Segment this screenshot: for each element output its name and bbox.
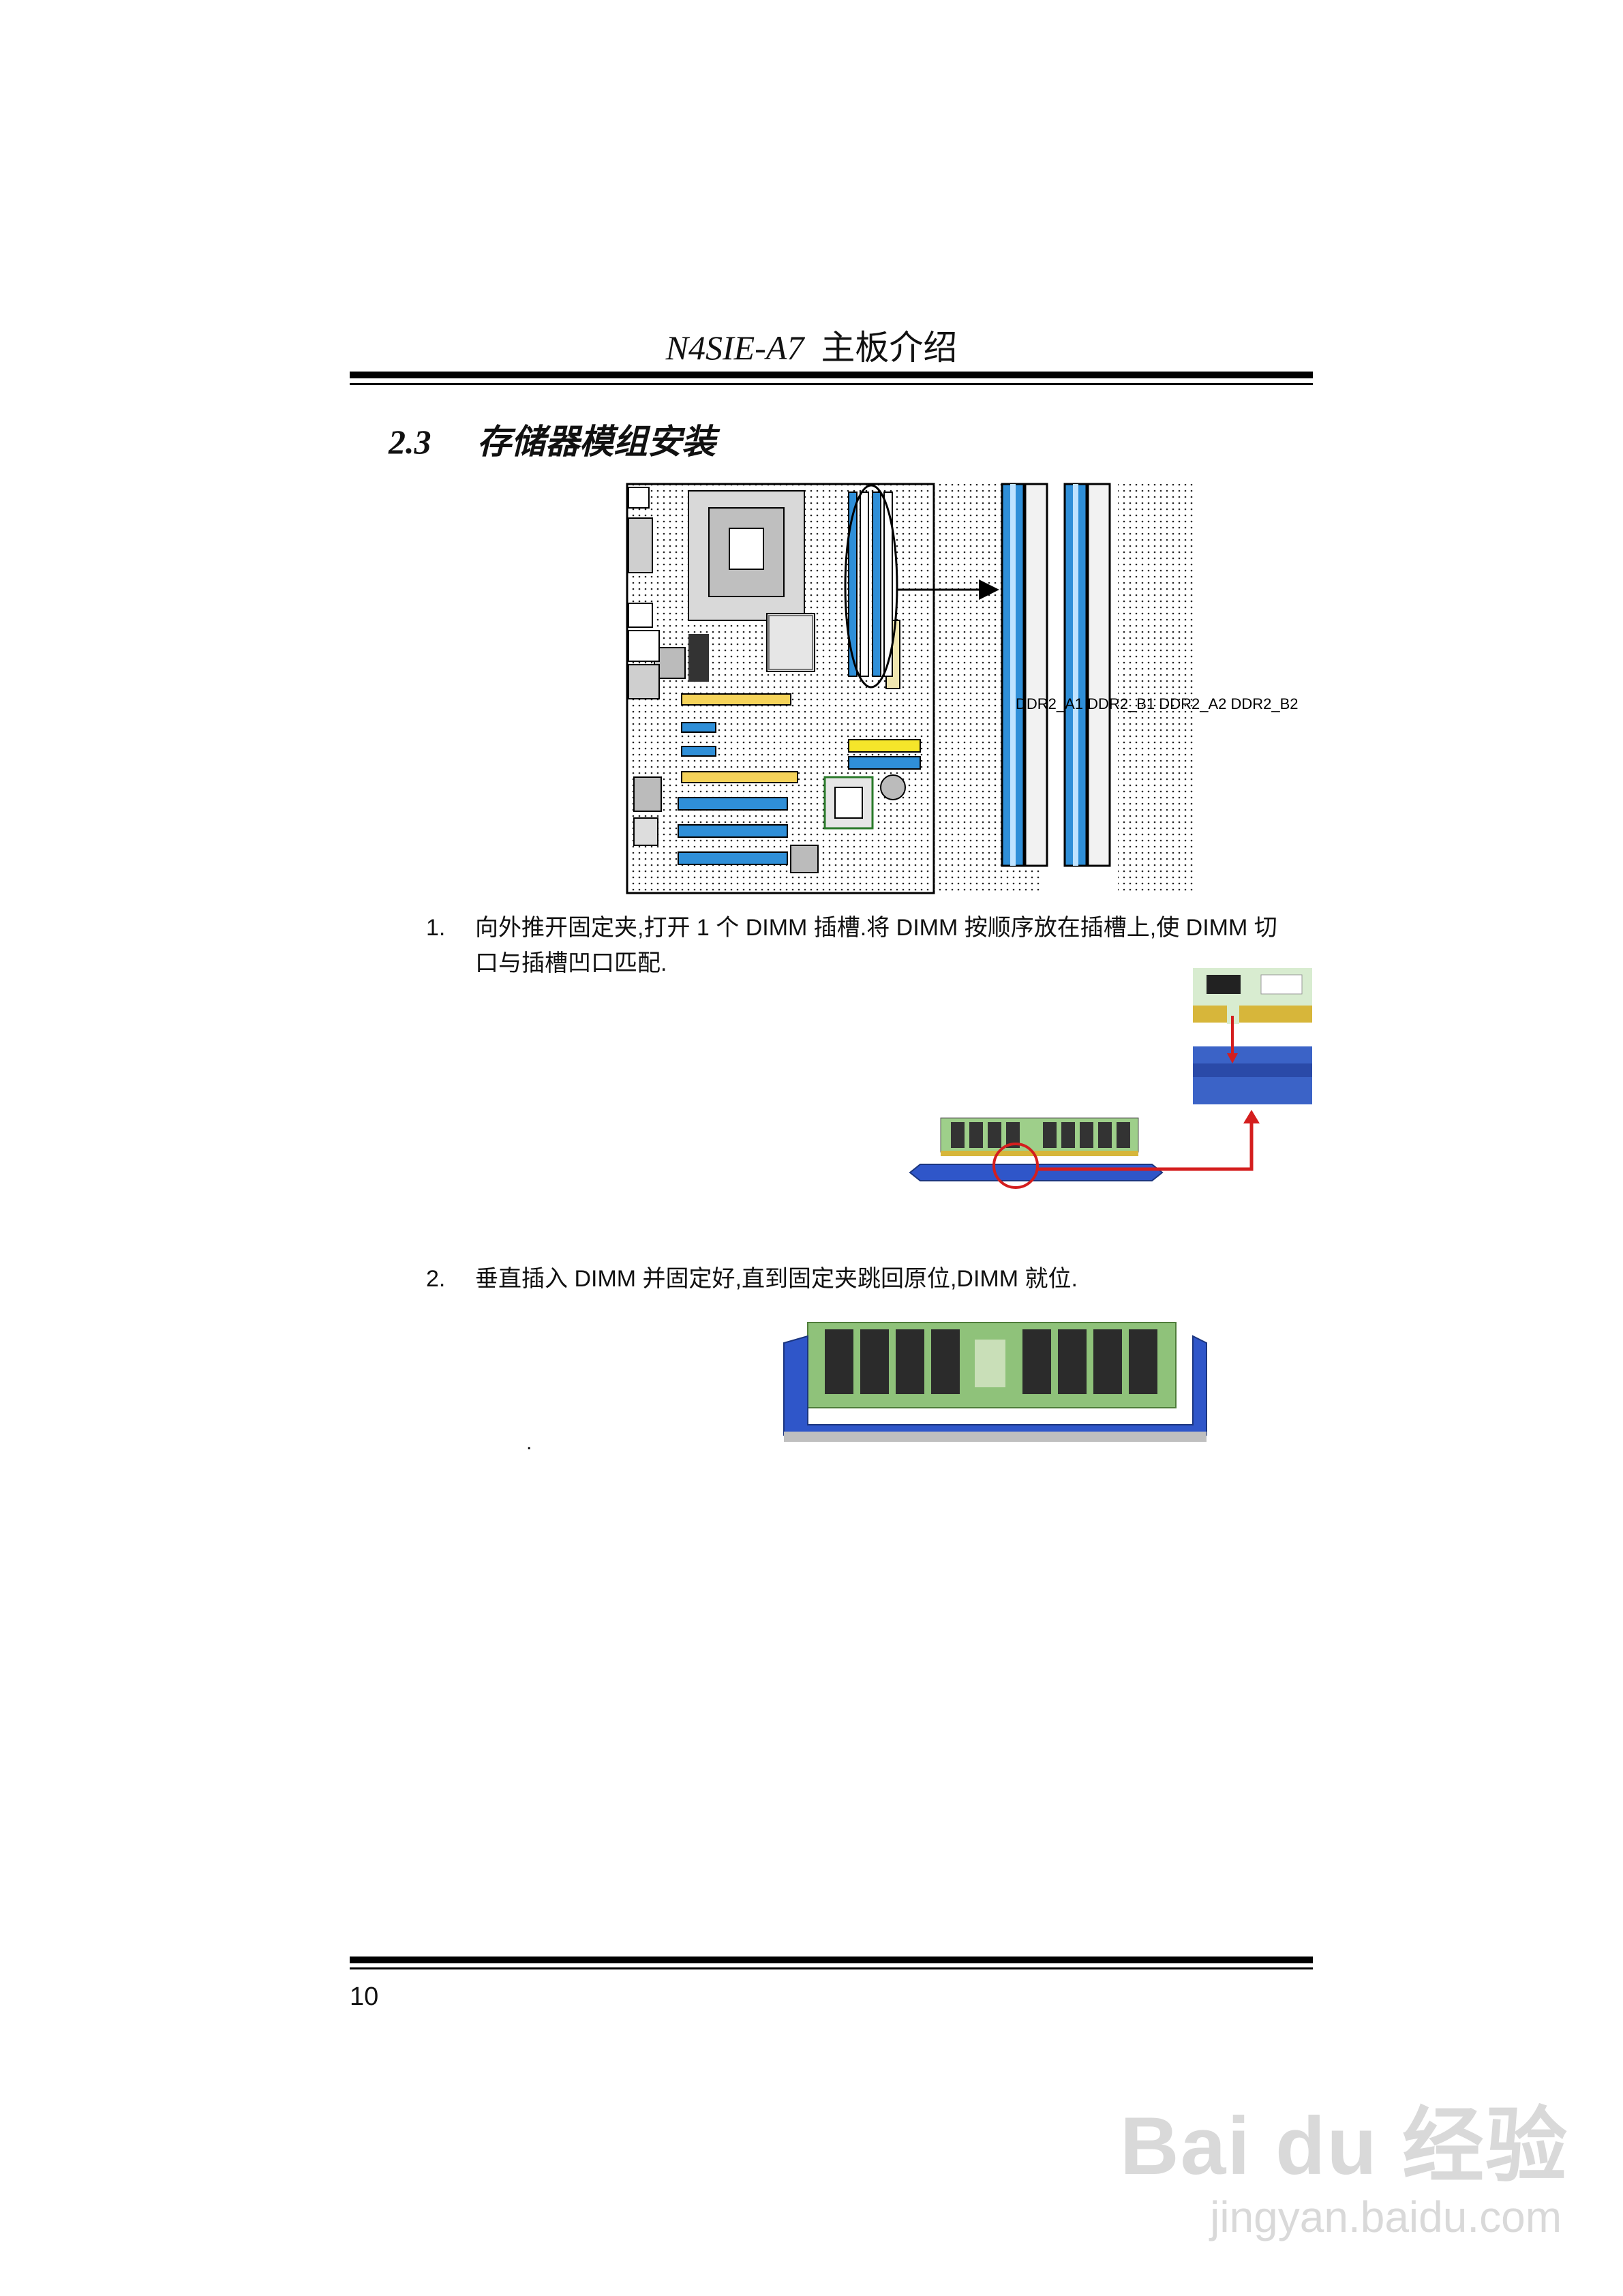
stray-dot: . — [526, 1432, 532, 1454]
section-number: 2.3 — [389, 423, 431, 461]
baidu-watermark-url: jingyan.baidu.com — [1210, 2192, 1562, 2241]
footer-rule-thin — [350, 1967, 1313, 1969]
dimm-slot-board-2 — [860, 492, 869, 677]
northbridge — [766, 613, 815, 672]
notch-highlight-circle — [992, 1143, 1039, 1189]
step-2-line-1: 垂直插入 DIMM 并固定好,直到固定夹跳回原位,DIMM 就位. — [475, 1266, 1078, 1292]
header-model: N4SIE-A7 — [665, 329, 804, 367]
page-number: 10 — [350, 1982, 379, 2011]
dimm-alignment-photo — [909, 968, 1312, 1189]
step-1-number: 1. — [426, 915, 446, 941]
header-rule-thin — [350, 383, 1313, 385]
motherboard-diagram: DDR2_A1 DDR2_B1 DDR2_A2 DDR2_B2 — [626, 483, 1299, 894]
baidu-watermark-logo: Bai du 经验 — [1119, 2100, 1568, 2192]
section-title: 2.3 存储器模组安装 — [389, 414, 716, 464]
step-1-line-1: 向外推开固定夹,打开 1 个 DIMM 插槽.将 DIMM 按顺序放在插槽上,使… — [475, 915, 1277, 941]
step-2: 2. 垂直插入 DIMM 并固定好,直到固定夹跳回原位,DIMM 就位. — [426, 1261, 1312, 1302]
dimm-slots-enlarged — [1001, 483, 1111, 867]
dimm-highlight-ellipse — [844, 484, 898, 689]
dimm-slot-board-4 — [883, 492, 893, 677]
footer-rule — [350, 1957, 1313, 1963]
cpu-socket — [688, 490, 805, 621]
running-header: N4SIE-A7 主板介绍 — [0, 320, 1623, 369]
header-title: 主板介绍 — [821, 329, 958, 367]
step-1-line-2: 口与插槽凹口匹配. — [475, 950, 667, 976]
dimm-slot-board-1 — [848, 492, 858, 677]
step-1: 1. 向外推开固定夹,打开 1 个 DIMM 插槽.将 DIMM 按顺序放在插槽… — [426, 910, 1312, 985]
dimm-slot-board-3 — [872, 492, 881, 677]
dimm-slot-labels: DDR2_A1 DDR2_B1 DDR2_A2 DDR2_B2 — [1016, 695, 1299, 712]
dimm-installed-photo — [783, 1322, 1207, 1442]
step-2-number: 2. — [426, 1266, 446, 1292]
header-rule — [350, 372, 1313, 378]
section-heading: 存储器模组安装 — [477, 423, 716, 461]
